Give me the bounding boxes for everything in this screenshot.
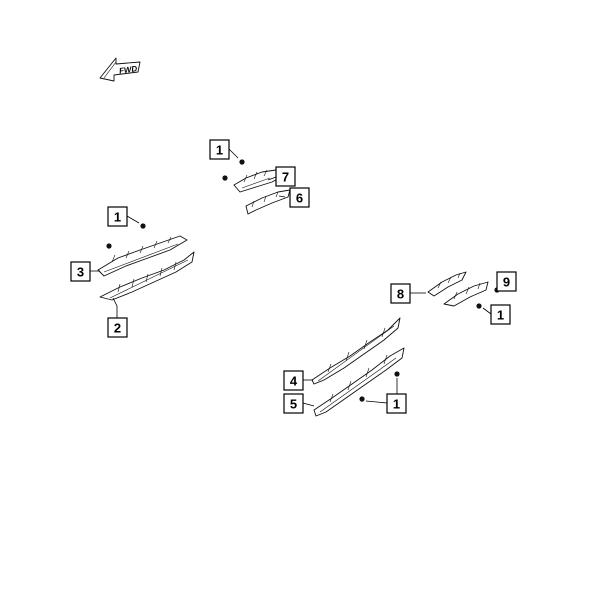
callout-1[interactable]: 1: [490, 304, 511, 325]
callout-label: 1: [114, 210, 121, 225]
part-9-drawing: [443, 281, 489, 307]
callout-9[interactable]: 9: [496, 271, 517, 292]
callout-label: 1: [497, 308, 504, 323]
callout-label: 6: [296, 191, 303, 206]
fastener-dot: [140, 223, 146, 229]
callout-label: 9: [503, 275, 510, 290]
front-arrow-label: FWD: [118, 64, 138, 75]
callout-label: 4: [290, 374, 298, 389]
fastener-dot: [394, 371, 400, 377]
part-2-drawing: [99, 251, 195, 301]
front-direction-arrow-icon: [99, 57, 141, 82]
callout-label: 2: [114, 321, 121, 336]
fastener-dot: [239, 159, 245, 165]
fastener-dot: [359, 396, 365, 402]
fastener-dot: [222, 175, 228, 181]
callout-7[interactable]: 7: [275, 166, 296, 187]
callout-1[interactable]: 1: [209, 139, 230, 160]
callout-6[interactable]: 6: [289, 187, 310, 208]
part-6-drawing: [245, 189, 291, 215]
callout-4[interactable]: 4: [283, 370, 304, 391]
callout-1[interactable]: 1: [107, 206, 128, 227]
callout-1[interactable]: 1: [386, 393, 407, 414]
callout-label: 1: [216, 143, 223, 158]
callout-label: 5: [290, 397, 297, 412]
part-8-drawing: [427, 271, 467, 297]
callout-label: 7: [282, 170, 289, 185]
leader-lines: [90, 148, 500, 407]
callout-2[interactable]: 2: [107, 317, 128, 338]
fastener-dot: [106, 243, 112, 249]
part-5-drawing: [313, 347, 405, 417]
part-3-drawing: [97, 235, 188, 277]
callout-5[interactable]: 5: [283, 393, 304, 414]
callout-3[interactable]: 3: [70, 261, 91, 282]
callout-label: 8: [397, 287, 404, 302]
callout-label: 1: [393, 397, 400, 412]
fastener-dot: [476, 303, 482, 309]
callout-8[interactable]: 8: [390, 283, 411, 304]
part-4-drawing: [311, 317, 401, 385]
callout-label: 3: [77, 265, 84, 280]
